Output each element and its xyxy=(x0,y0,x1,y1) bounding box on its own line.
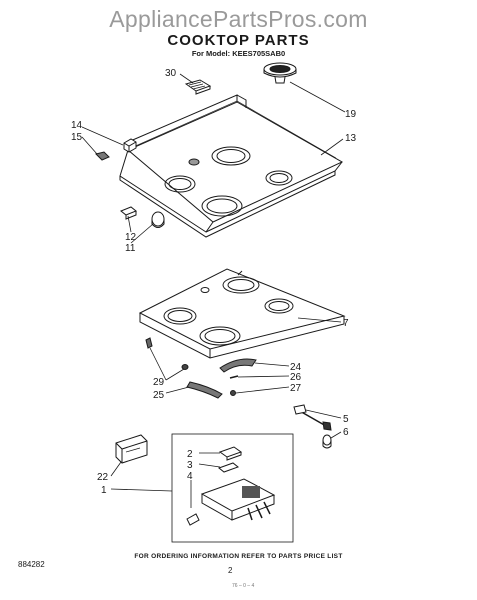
part-12-bracket[interactable] xyxy=(120,206,137,220)
part-3-spacer[interactable] xyxy=(217,462,240,473)
callout-7: 7 xyxy=(343,318,349,329)
part-24-bracket[interactable] xyxy=(219,358,257,373)
callout-3: 3 xyxy=(187,460,193,471)
callout-4: 4 xyxy=(187,471,193,482)
callout-14: 14 xyxy=(71,120,83,131)
part-4-infinite-switch[interactable] xyxy=(186,478,276,526)
callout-22: 22 xyxy=(97,472,109,483)
part-26-spacer[interactable] xyxy=(229,375,239,379)
callout-15: 15 xyxy=(71,132,83,143)
callout-27: 27 xyxy=(290,383,302,394)
part-25-bracket[interactable] xyxy=(186,381,223,399)
callout-29: 29 xyxy=(153,377,165,388)
part-14-clip[interactable] xyxy=(123,138,137,153)
callout-11: 11 xyxy=(125,243,136,254)
ordering-note: FOR ORDERING INFORMATION REFER TO PARTS … xyxy=(134,553,343,560)
part-2-knob-shaft[interactable] xyxy=(218,446,243,461)
page-number: 2 xyxy=(228,566,233,575)
document-number: 884282 xyxy=(18,560,45,569)
callout-24: 24 xyxy=(290,362,302,373)
part-22-mounting-bracket[interactable] xyxy=(115,434,148,464)
site-watermark: AppliancePartsPros.com xyxy=(109,6,368,32)
callout-25: 25 xyxy=(153,390,165,401)
part-6-connector[interactable] xyxy=(322,434,332,449)
leader-lines xyxy=(81,73,346,508)
part-29-screw[interactable] xyxy=(145,337,189,370)
callout-1: 1 xyxy=(101,485,107,496)
part-19-surface-element[interactable] xyxy=(263,62,297,84)
scan-mark: 76 – 0 – 4 xyxy=(232,583,255,589)
callout-12: 12 xyxy=(125,232,137,243)
callout-2: 2 xyxy=(187,449,193,460)
part-15-clip[interactable] xyxy=(95,151,110,161)
callout-26: 26 xyxy=(290,372,302,383)
callout-13: 13 xyxy=(345,133,357,144)
callout-19: 19 xyxy=(345,109,357,120)
part-7-lower-tray[interactable] xyxy=(138,268,346,359)
part-5-terminal-lead[interactable] xyxy=(293,404,332,431)
diagram-title: COOKTOP PARTS xyxy=(167,32,310,49)
part-30-vent-grille[interactable] xyxy=(184,79,212,95)
part-27-screw[interactable] xyxy=(230,390,236,396)
callout-30: 30 xyxy=(165,68,177,79)
part-11-knob[interactable] xyxy=(151,211,165,228)
model-subtitle: For Model: KEES705SAB0 xyxy=(191,49,286,58)
callout-6: 6 xyxy=(343,427,349,438)
callout-5: 5 xyxy=(343,414,349,425)
part-1-switch-assembly-outline xyxy=(171,433,294,543)
